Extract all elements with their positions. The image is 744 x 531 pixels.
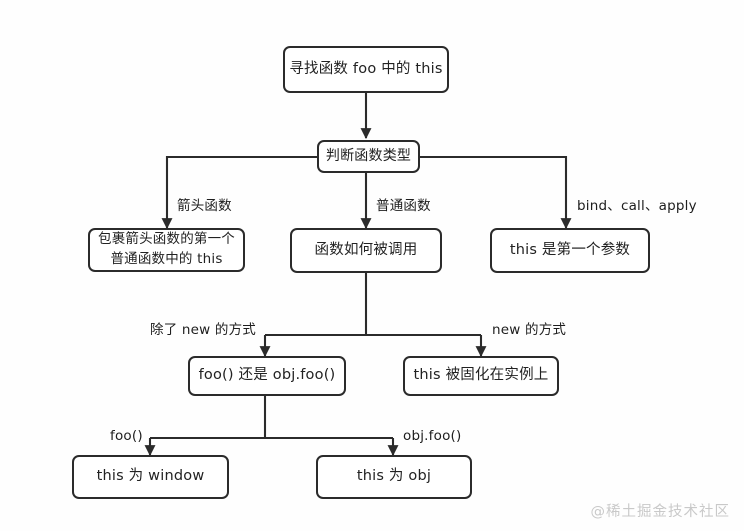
node-this-window[interactable]: this 为 window xyxy=(72,455,229,499)
node-this-obj[interactable]: this 为 obj xyxy=(316,455,472,499)
watermark: @稀土掘金技术社区 xyxy=(590,504,730,520)
edge-label-except-new: 除了 new 的方式 xyxy=(150,322,256,338)
node-first-arg[interactable]: this 是第一个参数 xyxy=(490,228,650,273)
edge-fn-type-to-first-arg xyxy=(420,155,572,230)
edge-label-normal-fn: 普通函数 xyxy=(376,198,431,214)
edge-label-arrow-fn: 箭头函数 xyxy=(177,198,232,214)
edge-label-foo-call: foo() xyxy=(110,428,143,444)
edge-label-bind-call-apply: bind、call、apply xyxy=(577,198,697,214)
edge-label-obj-foo-call: obj.foo() xyxy=(403,428,462,444)
edge-fn-type-to-arrow-fn xyxy=(161,155,317,230)
node-fn-type[interactable]: 判断函数类型 xyxy=(317,140,420,173)
node-fixed-inst[interactable]: this 被固化在实例上 xyxy=(403,356,559,396)
node-start[interactable]: 寻找函数 foo 中的 this xyxy=(283,46,449,93)
node-foo-or-obj[interactable]: foo() 还是 obj.foo() xyxy=(188,356,346,396)
node-arrow-fn[interactable]: 包裹箭头函数的第一个 普通函数中的 this xyxy=(88,228,245,272)
node-how-called[interactable]: 函数如何被调用 xyxy=(290,228,442,273)
edge-label-new-way: new 的方式 xyxy=(492,322,567,338)
